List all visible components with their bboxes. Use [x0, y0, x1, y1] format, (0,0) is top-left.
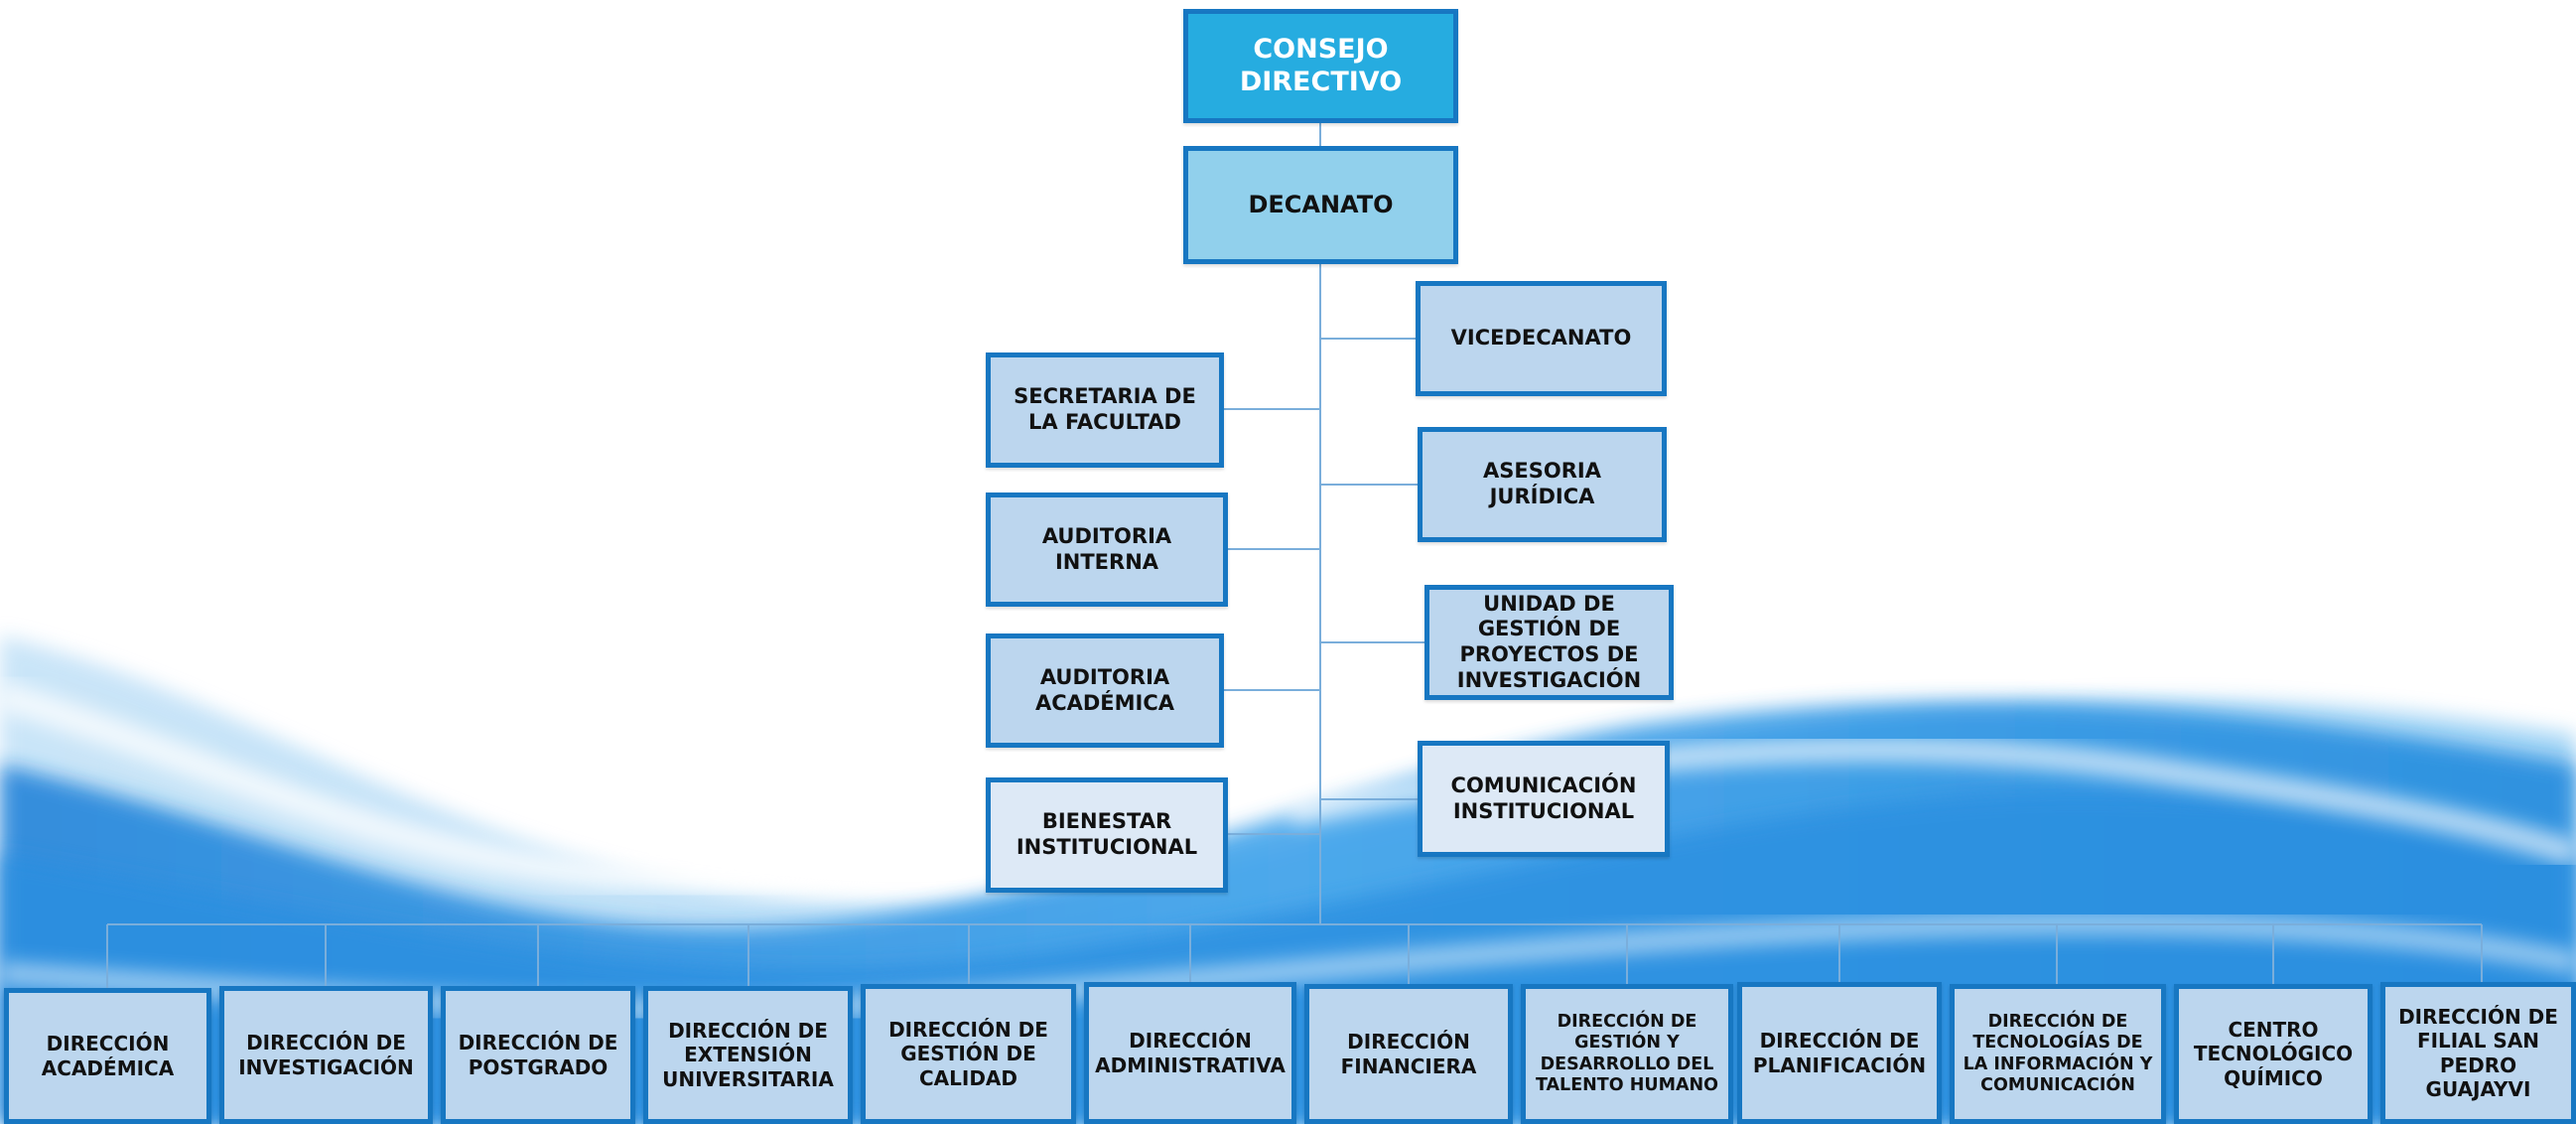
- direccion-extension-universitaria-box: DIRECCIÓN DE EXTENSIÓN UNIVERSITARIA: [643, 986, 853, 1124]
- decanato-label: DECANATO: [1248, 190, 1394, 218]
- decanato-box: DECANATO: [1183, 146, 1458, 264]
- direccion-planificacion-box: DIRECCIÓN DE PLANIFICACIÓN: [1737, 982, 1942, 1124]
- centro-tecnologico-quimico-box: CENTRO TECNOLÓGICO QUÍMICO: [2174, 984, 2373, 1124]
- secretaria-facultad-box: SECRETARIA DE LA FACULTAD: [986, 352, 1224, 468]
- direccion-postgrado-label: DIRECCIÓN DE POSTGRADO: [458, 1031, 618, 1079]
- direccion-filial-san-pedro-label: DIRECCIÓN DE FILIAL SAN PEDRO GUAJAYVI: [2398, 1004, 2558, 1101]
- direccion-gestion-calidad-label: DIRECCIÓN DE GESTIÓN DE CALIDAD: [888, 1017, 1048, 1090]
- direccion-tecnologias-box: DIRECCIÓN DE TECNOLOGÍAS DE LA INFORMACI…: [1950, 984, 2166, 1124]
- direccion-planificacion-label: DIRECCIÓN DE PLANIFICACIÓN: [1752, 1029, 1927, 1077]
- secretaria-facultad-label: SECRETARIA DE LA FACULTAD: [1014, 384, 1196, 434]
- auditoria-academica-box: AUDITORIA ACADÉMICA: [986, 633, 1224, 748]
- direccion-extension-universitaria-label: DIRECCIÓN DE EXTENSIÓN UNIVERSITARIA: [662, 1018, 834, 1091]
- asesoria-juridica-box: ASESORIA JURÍDICA: [1418, 427, 1667, 542]
- direccion-filial-san-pedro-box: DIRECCIÓN DE FILIAL SAN PEDRO GUAJAYVI: [2380, 982, 2576, 1124]
- direccion-investigacion-label: DIRECCIÓN DE INVESTIGACIÓN: [238, 1031, 414, 1079]
- consejo-directivo-label: CONSEJO DIRECTIVO: [1239, 33, 1403, 97]
- direccion-talento-humano-label: DIRECCIÓN DE GESTIÓN Y DESARROLLO DEL TA…: [1535, 1011, 1719, 1095]
- direccion-academica-label: DIRECCIÓN ACADÉMICA: [41, 1032, 175, 1080]
- comunicacion-institucional-box: COMUNICACIÓN INSTITUCIONAL: [1418, 741, 1670, 857]
- direccion-gestion-calidad-box: DIRECCIÓN DE GESTIÓN DE CALIDAD: [861, 984, 1076, 1124]
- unidad-gestion-proyectos-box: UNIDAD DE GESTIÓN DE PROYECTOS DE INVEST…: [1424, 585, 1674, 700]
- comunicacion-institucional-label: COMUNICACIÓN INSTITUCIONAL: [1450, 773, 1637, 823]
- auditoria-interna-box: AUDITORIA INTERNA: [986, 492, 1228, 607]
- auditoria-interna-label: AUDITORIA INTERNA: [1041, 523, 1172, 574]
- direccion-academica-box: DIRECCIÓN ACADÉMICA: [4, 988, 211, 1124]
- bienestar-institucional-label: BIENESTAR INSTITUCIONAL: [1016, 809, 1198, 859]
- centro-tecnologico-quimico-label: CENTRO TECNOLÓGICO QUÍMICO: [2193, 1017, 2354, 1090]
- bienestar-institucional-box: BIENESTAR INSTITUCIONAL: [986, 777, 1228, 893]
- vicedecanato-label: VICEDECANATO: [1450, 326, 1632, 351]
- vicedecanato-box: VICEDECANATO: [1416, 281, 1667, 396]
- direccion-tecnologias-label: DIRECCIÓN DE TECNOLOGÍAS DE LA INFORMACI…: [1963, 1011, 2153, 1095]
- direccion-investigacion-box: DIRECCIÓN DE INVESTIGACIÓN: [219, 986, 433, 1124]
- direccion-postgrado-box: DIRECCIÓN DE POSTGRADO: [441, 986, 635, 1124]
- direccion-administrativa-box: DIRECCIÓN ADMINISTRATIVA: [1084, 982, 1296, 1124]
- direccion-financiera-label: DIRECCIÓN FINANCIERA: [1340, 1030, 1477, 1078]
- consejo-directivo-box: CONSEJO DIRECTIVO: [1183, 9, 1458, 123]
- direccion-talento-humano-box: DIRECCIÓN DE GESTIÓN Y DESARROLLO DEL TA…: [1521, 984, 1733, 1124]
- direccion-administrativa-label: DIRECCIÓN ADMINISTRATIVA: [1095, 1029, 1286, 1077]
- unidad-gestion-proyectos-label: UNIDAD DE GESTIÓN DE PROYECTOS DE INVEST…: [1456, 591, 1642, 692]
- direccion-financiera-box: DIRECCIÓN FINANCIERA: [1304, 984, 1513, 1124]
- asesoria-juridica-label: ASESORIA JURÍDICA: [1483, 459, 1601, 508]
- auditoria-academica-label: AUDITORIA ACADÉMICA: [1034, 664, 1175, 715]
